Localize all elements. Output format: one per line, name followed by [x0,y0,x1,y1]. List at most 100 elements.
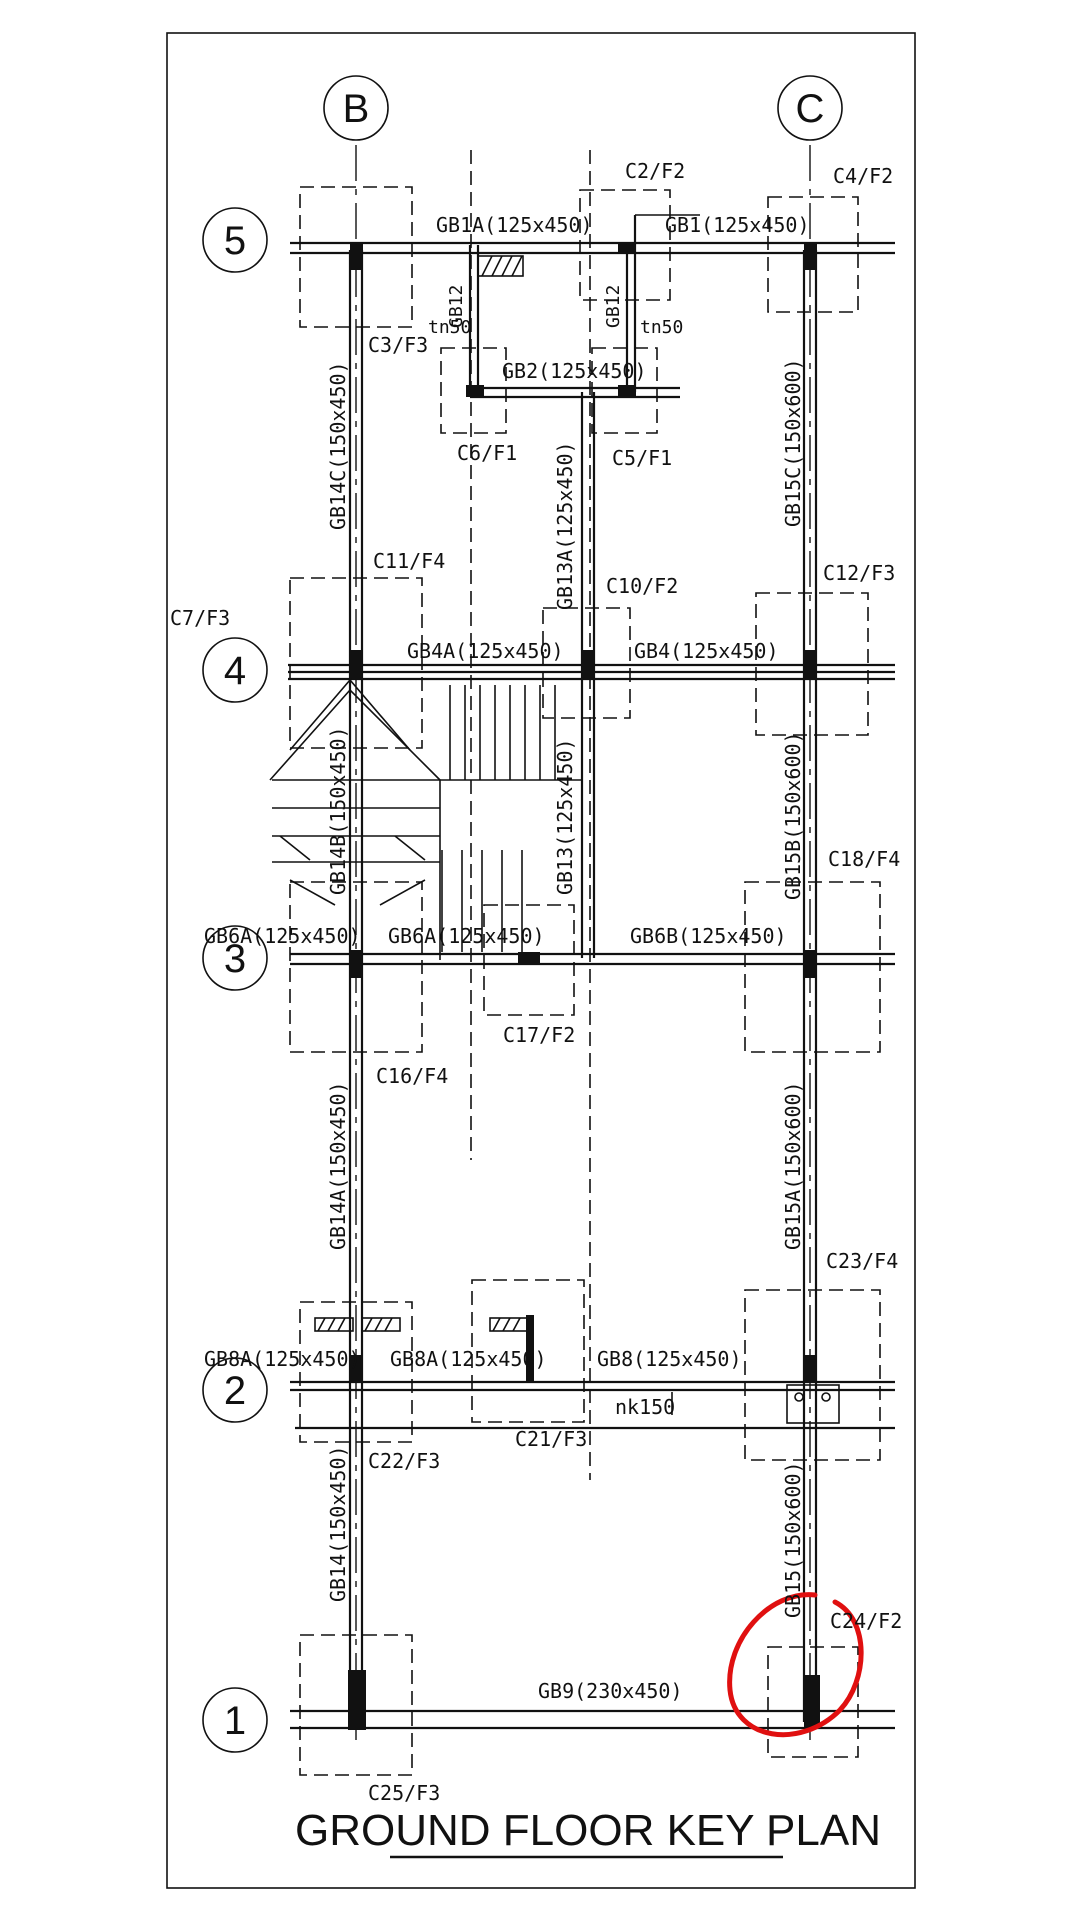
beam-row-2 [290,1380,895,1430]
footing-c22 [299,1301,413,1443]
footing-c17 [483,904,575,1016]
column-c11 [350,650,363,678]
label-tn50-right: tn50 [640,317,683,338]
label-gb15c: GB15C(150x600) [781,358,805,527]
footing-c2 [579,189,671,301]
label-gb13: GB13(125x450) [553,738,577,895]
service-detail-c23 [786,1384,840,1424]
column-c21 [526,1315,534,1383]
label-gb1a: GB1A(125x450) [436,213,593,237]
staircase [269,678,582,960]
label-gb15b: GB15B(150x600) [781,731,805,900]
label-c11: C11/F4 [373,549,445,573]
label-gb14b: GB14B(150x450) [326,726,350,895]
grid-bubble-2: 2 [202,1357,268,1423]
column-c16 [350,950,363,978]
column-c18 [804,950,817,978]
svg-text:C: C [796,87,825,131]
beam-gb2 [470,386,680,399]
label-gb12-right: GB12 [603,285,624,328]
hatched-patch-top [477,255,524,277]
red-markup-circle [727,1592,864,1738]
label-c22: C22/F3 [368,1449,440,1473]
label-c4: C4/F2 [833,164,893,188]
footing-c12 [755,592,869,736]
label-c23: C23/F4 [826,1249,898,1273]
label-gb14a: GB14A(150x450) [326,1081,350,1250]
hatched-patch-row2-mid [489,1317,529,1332]
footing-c3 [299,186,413,328]
grid-bubble-c: C [777,75,843,141]
column-c6 [466,385,484,397]
label-gb1: GB1(125x450) [665,213,810,237]
column-c23 [804,1355,817,1383]
svg-text:4: 4 [224,649,246,693]
label-gb12-left: GB12 [446,285,467,328]
column-c25 [348,1670,366,1730]
grid-bubble-3: 3 [202,925,268,991]
footing-c4 [767,196,859,313]
label-gb4: GB4(125x450) [634,639,779,663]
column-c2 [618,242,636,254]
label-gb2: GB2(125x450) [502,359,647,383]
label-tn50-left: tn50 [428,317,471,338]
footing-c18 [744,881,881,1053]
beam-row-5 [290,241,895,255]
column-c4 [804,242,817,270]
footing-c10 [542,607,631,719]
label-gb8a-mid: GB8A(125x450) [390,1347,547,1371]
hatched-patch-row2-left [314,1317,401,1332]
label-c3: C3/F3 [368,333,428,357]
svg-text:3: 3 [224,937,246,981]
label-gb8a-left: GB8A(125x450) [204,1347,361,1371]
column-c22 [350,1355,363,1383]
grid-bubble-1: 1 [202,1687,268,1753]
svg-text:5: 5 [224,219,246,263]
drawing-title: GROUND FLOOR KEY PLAN [295,1806,881,1855]
footing-c24 [767,1646,859,1758]
footing-c5 [591,347,658,434]
svg-text:1: 1 [224,1699,246,1743]
label-c10: C10/F2 [606,574,678,598]
beam-row-1 [290,1709,895,1730]
label-c25: C25/F3 [368,1781,440,1805]
label-gb6a-mid: GB6A(125x450) [388,924,545,948]
label-c12: C12/F3 [823,561,895,585]
label-gb4a: GB4A(125x450) [407,639,564,663]
label-gb15: GB15(150x600) [781,1461,805,1618]
column-c17 [518,952,540,964]
footing-c21 [471,1279,585,1423]
grid-bubble-4: 4 [202,637,268,703]
svg-text:B: B [343,87,370,131]
grid-bubble-5: 5 [202,207,268,273]
column-c5 [618,385,636,397]
label-c6: C6/F1 [457,441,517,465]
label-c5: C5/F1 [612,446,672,470]
footing-c23 [744,1289,881,1461]
footing-c16 [289,881,423,1053]
label-gb9: GB9(230x450) [538,1679,683,1703]
label-gb6a-left: GB6A(125x450) [204,924,361,948]
column-c3 [350,242,363,270]
label-c16: C16/F4 [376,1064,448,1088]
label-c17: C17/F2 [503,1023,575,1047]
footing-c11 [289,577,423,749]
label-gb14c: GB14C(150x450) [326,361,350,530]
beam-line-c [802,250,818,1722]
label-gb8: GB8(125x450) [597,1347,742,1371]
beam-row-3 [290,952,895,966]
sheet-border [166,32,916,1889]
footing-c25 [299,1634,413,1776]
label-gb6b: GB6B(125x450) [630,924,787,948]
label-c24: C24/F2 [830,1609,902,1633]
label-gb13a: GB13A(125x450) [553,441,577,610]
column-c12 [804,650,817,678]
footing-c6 [440,347,507,434]
label-nk150: nk150 [615,1395,675,1419]
label-c18: C18/F4 [828,847,900,871]
label-c7: C7/F3 [170,606,230,630]
label-gb14: GB14(150x450) [326,1445,350,1602]
column-c24 [804,1675,820,1727]
label-gb15a: GB15A(150x600) [781,1081,805,1250]
